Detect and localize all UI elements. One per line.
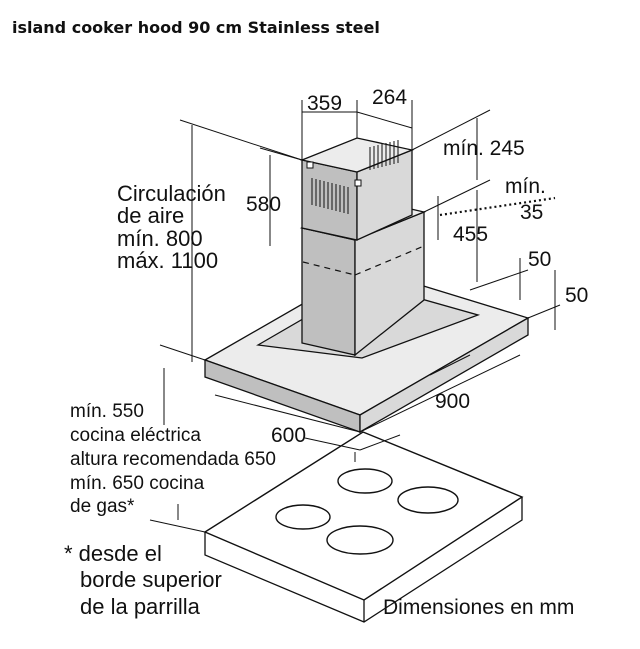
dim-600: 600 [271,424,306,447]
upper-chimney [299,137,415,242]
vent-slots-left [311,178,349,214]
footnote-line-1: * desde el [64,541,162,566]
dimension-lines [149,100,561,533]
cook-height-line-5: de gas* [70,496,135,517]
footnote-line-2: borde superior [80,567,222,592]
cook-height-line-4: mín. 650 cocina [70,473,205,494]
dim-min245: mín. 245 [443,137,525,160]
dim-264: 264 [372,86,407,109]
footnote-line-3: de la parrilla [80,594,201,619]
dim-455: 455 [453,223,488,246]
cooktop [203,431,524,623]
circulation-line-3: mín. 800 [117,226,203,251]
circulation-line-1: Circulación [117,181,226,206]
page-title: island cooker hood 90 cm Stainless steel [12,18,380,37]
dim-50-upper: 50 [528,248,551,271]
dim-580: 580 [246,193,281,216]
circulation-line-2: de aire [117,203,184,228]
dim-359: 359 [307,92,342,115]
dim-min35-value: 35 [520,201,543,224]
cook-height-line-1: mín. 550 [70,401,144,422]
dim-50-lower: 50 [565,284,588,307]
cook-height-line-3: altura recomendada 650 [70,449,276,470]
vent-slots-right [369,140,399,170]
dim-900: 900 [435,390,470,413]
cook-height-line-2: cocina eléctrica [70,425,201,446]
units-note: Dimensiones en mm [383,596,574,619]
circulation-line-4: máx. 1100 [117,248,218,273]
dim-min35-label: mín. [505,175,546,198]
